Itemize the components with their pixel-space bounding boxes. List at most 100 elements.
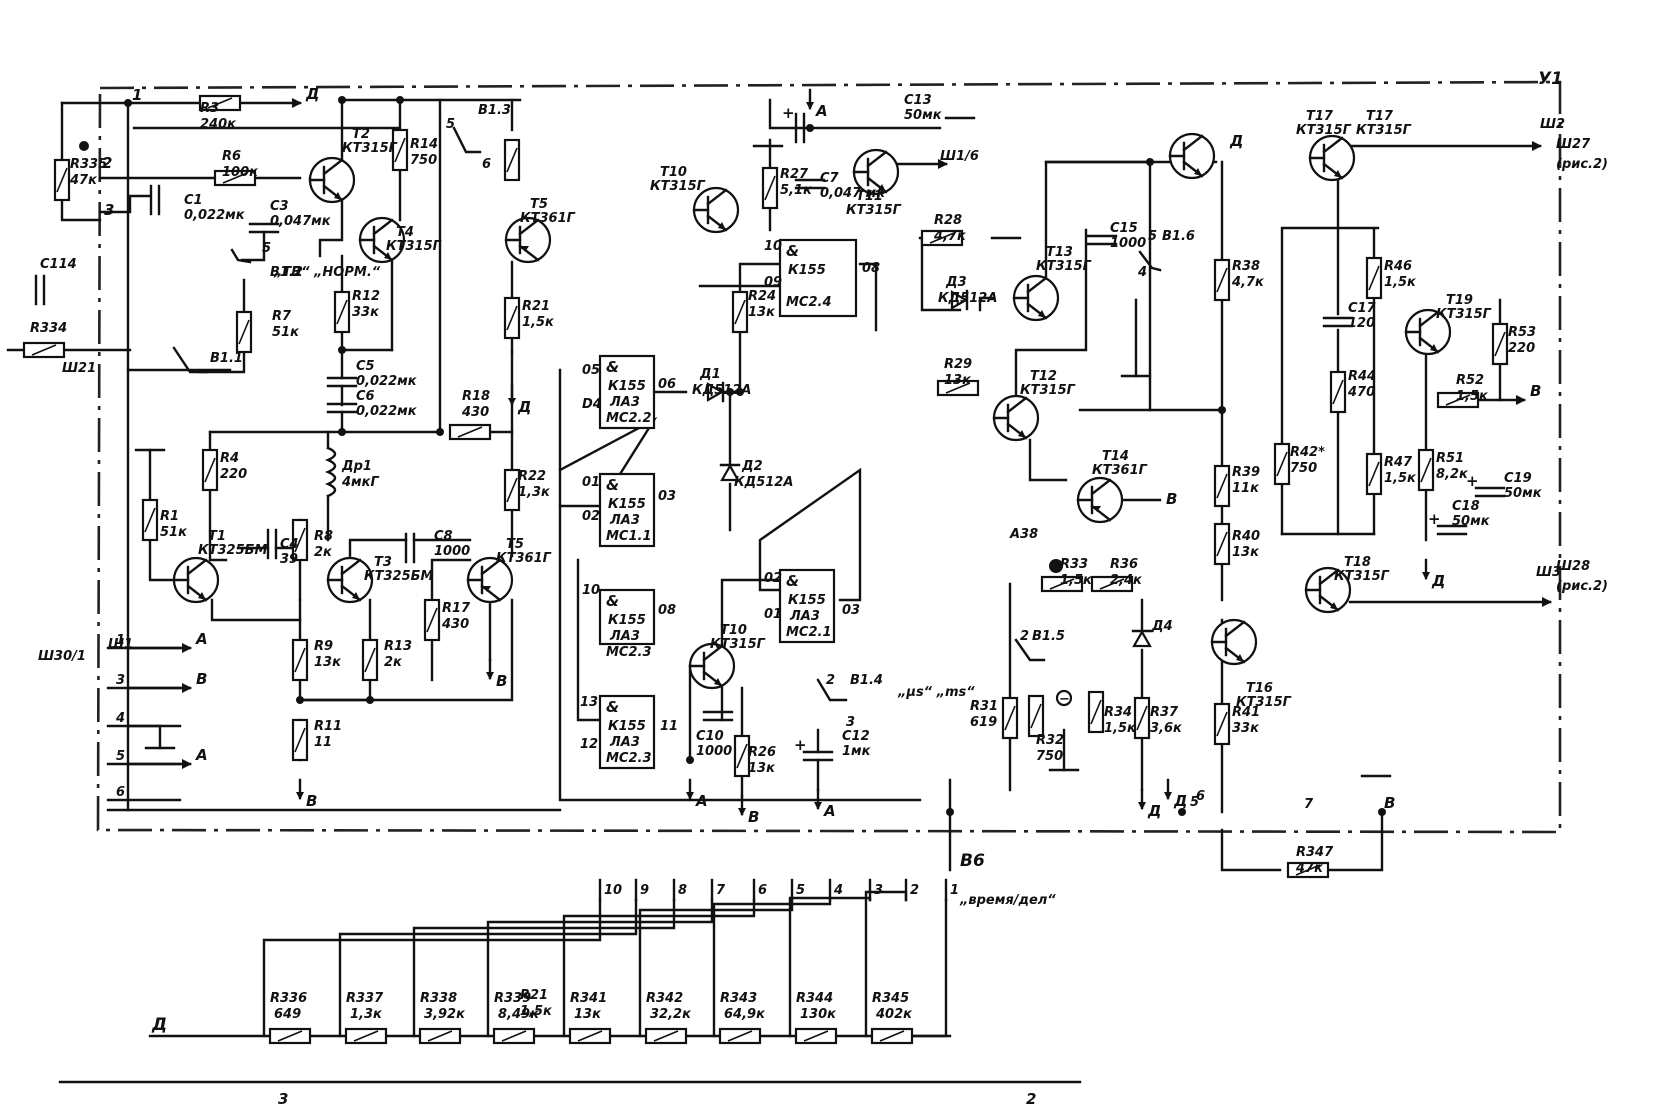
pin-number: 3 (104, 201, 114, 219)
switch-caption: „μs“ „ms“ (897, 685, 975, 700)
wire (240, 230, 266, 262)
capacitor-ref-label: C1 (184, 193, 203, 208)
wire (1028, 438, 1068, 482)
transistor-ref-label: Т5 (506, 537, 524, 552)
resistor-ref-label: R11 (314, 719, 342, 734)
transistor-ref-label: Т17 (1306, 109, 1334, 124)
resistor-ref-label: R53 (1508, 325, 1536, 340)
polarity-plus: + (1428, 510, 1441, 528)
transistor-ref-label: Т5 (530, 197, 548, 212)
transistor-ref-label: Т19 (1446, 293, 1473, 308)
wire (348, 538, 408, 560)
wire (858, 262, 878, 332)
polarity-plus: + (782, 104, 795, 122)
transistor-type-label: КТ315Г (846, 203, 902, 218)
wire (208, 488, 228, 562)
resistor-r26 (733, 734, 751, 778)
wire (210, 598, 302, 622)
rail-label: В (1384, 794, 1395, 812)
pin-number: 10 (764, 239, 782, 254)
resistor-ref-label: R14 (410, 137, 438, 152)
capacitor-ref-label: C6 (356, 389, 375, 404)
capacitor-ref-label: C15 (1110, 221, 1138, 236)
rail-label: Д (1431, 572, 1445, 590)
wire (558, 416, 658, 508)
gate-series-label: К155 (788, 263, 826, 278)
capacitor-c4 (266, 528, 278, 560)
resistor-ref-label: R21 (520, 988, 548, 1003)
resistor-ref-label: R31 (970, 699, 998, 714)
resistor-ref-label: R28 (934, 213, 962, 228)
ladder-position-number: 4 (833, 883, 843, 898)
gate-and-symbol: & (606, 358, 619, 376)
connector-label: Ш21 (62, 361, 96, 376)
transistor-т17 (1308, 134, 1356, 182)
pin-number: D4 (582, 397, 602, 412)
pin-number: 4 (1137, 265, 1147, 280)
gate-ref-label: МС2.3 (606, 751, 652, 766)
capacitor-value-label: 1000 (434, 544, 470, 559)
transistor-ref-label: Т11 (856, 189, 883, 204)
ladder-caption: „время/дел“ (959, 893, 1056, 908)
pin-number: 2 (826, 673, 835, 688)
resistor-r27 (761, 166, 779, 210)
resistor-ref-label: R6 (222, 149, 241, 164)
trim-marker (79, 141, 89, 151)
resistor-ref-label: R40 (1232, 529, 1260, 544)
wire (132, 98, 402, 130)
switch-label: В1.5 (1032, 629, 1065, 644)
resistor-value-label: 51к (272, 325, 300, 340)
resistor-ref-label: R41 (1232, 705, 1260, 720)
ladder-resistor-ref: R341 (570, 991, 607, 1006)
resistor-value-label: 2к (314, 545, 333, 560)
pin-number: 02 (764, 571, 782, 586)
capacitor-value-label: 50мк (1504, 486, 1543, 501)
pin-number: 06 (658, 377, 676, 392)
capacitor-value-label: 0,047мк (270, 214, 332, 229)
ladder-resistor-r342 (644, 1027, 688, 1045)
junction-dot (946, 808, 954, 816)
gate-series-label: К155 (608, 613, 646, 628)
pin-number: 6 (116, 785, 125, 800)
pin-number: 7 (1304, 797, 1314, 812)
resistor-r44 (1329, 370, 1347, 414)
transistor-type-label: КТ315Г (710, 637, 766, 652)
capacitor-c17 (1322, 316, 1354, 328)
resistor-ref-label: R46 (1384, 259, 1412, 274)
resistor-ref-label: R29 (944, 357, 972, 372)
transistor-type-label: КТ315Г (1356, 123, 1412, 138)
terminal-minus: − (1059, 692, 1070, 707)
pin-number: 1 (116, 633, 125, 648)
resistor-value-label: 4,7к (933, 229, 967, 244)
pin-number: 08 (658, 603, 676, 618)
resistor-r6 (213, 169, 257, 187)
resistor-r39 (1213, 464, 1231, 508)
ladder-resistor-ref: R342 (646, 991, 683, 1006)
pin-number: 5 (262, 241, 271, 256)
resistor-value-label: 13к (748, 305, 776, 320)
capacitor-c6 (326, 402, 358, 414)
ladder-position-number: 2 (910, 883, 919, 898)
minus-terminal (1055, 689, 1073, 707)
gate-ref-label: МС2.2 (606, 411, 652, 426)
transistor-ref-label: Т14 (1102, 449, 1129, 464)
resistor-ref-label: R8 (314, 529, 333, 544)
transistor-т19 (1404, 308, 1452, 356)
transistor-ref-label: Т12 (1030, 369, 1057, 384)
transistor-т3 (326, 556, 374, 604)
wire (576, 558, 602, 722)
capacitor-ref-label: C4 (280, 537, 299, 552)
transistor-т10 (688, 642, 736, 690)
resistor-r9 (291, 638, 309, 682)
resistor-r46 (1365, 256, 1383, 300)
ladder-resistor-r339 (492, 1027, 536, 1045)
transistor-type-label: КТ315Г (1334, 569, 1390, 584)
resistor-r21 (503, 138, 521, 182)
gate-ref-label: МС2.3 (606, 645, 652, 660)
resistor-r1 (141, 498, 159, 542)
transistor-т4 (358, 216, 406, 264)
resistor-ref-label: R42* (1290, 445, 1325, 460)
wire (340, 330, 394, 352)
wire (1014, 228, 1088, 398)
